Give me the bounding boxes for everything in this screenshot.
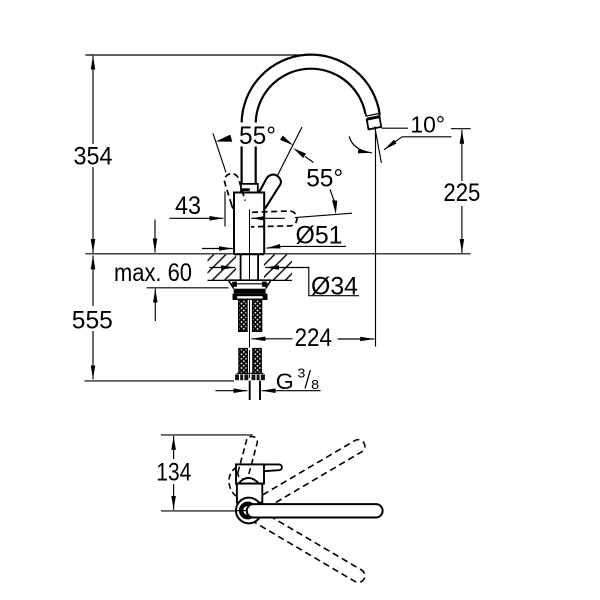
svg-text:G: G [276,369,294,394]
svg-text:10°: 10° [410,111,445,137]
svg-text:55°: 55° [239,122,276,150]
svg-text:354: 354 [74,142,113,170]
svg-text:8: 8 [311,377,319,392]
svg-text:555: 555 [72,306,113,334]
svg-text:134: 134 [156,459,191,487]
svg-text:max. 60: max. 60 [114,259,192,287]
svg-text:3: 3 [297,366,305,381]
svg-text:Ø51: Ø51 [296,222,343,250]
svg-text:224: 224 [295,324,332,352]
svg-text:55°: 55° [306,164,343,192]
svg-text:225: 225 [443,179,480,207]
svg-text:43: 43 [175,192,201,220]
